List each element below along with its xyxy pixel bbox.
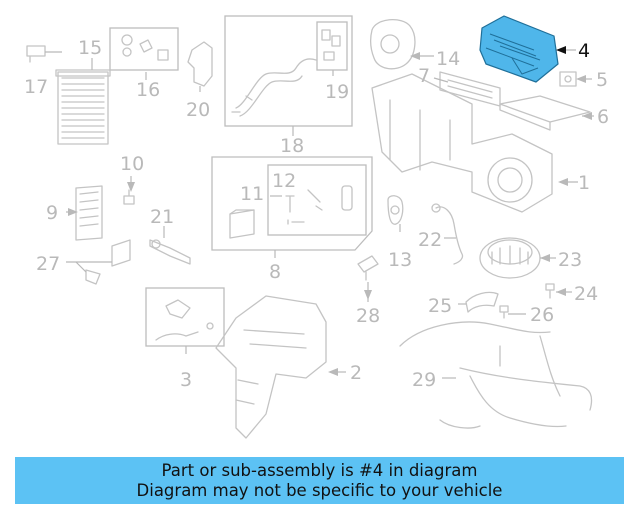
part-18-ac-lines — [231, 58, 317, 117]
part-13-seal — [387, 195, 404, 225]
callout-7: 7 — [418, 65, 430, 87]
part-26-screw — [499, 305, 509, 319]
callout-21: 21 — [150, 206, 174, 228]
part-20-bracket — [187, 41, 213, 87]
part-24-bolt — [545, 283, 555, 299]
group-box-18 — [224, 15, 353, 127]
part-14-seal — [370, 19, 416, 70]
callout-5: 5 — [596, 69, 608, 91]
part-1-hvac-housing — [371, 73, 553, 213]
part-29-wiring-harness — [399, 321, 593, 429]
part-12-sensors — [285, 185, 353, 225]
callout-1: 1 — [578, 172, 590, 194]
callout-9: 9 — [46, 202, 58, 224]
callout-22: 22 — [418, 229, 442, 251]
part-7-filter-door — [439, 71, 501, 107]
callout-20: 20 — [186, 99, 210, 121]
callout-11: 11 — [240, 183, 264, 205]
callout-26: 26 — [530, 304, 554, 326]
banner-line-1: Part or sub-assembly is #4 in diagram — [161, 460, 478, 480]
callout-3: 3 — [180, 369, 192, 391]
callout-25: 25 — [428, 295, 452, 317]
callout-24: 24 — [574, 283, 598, 305]
callout-15: 15 — [78, 37, 102, 59]
part-27-actuator — [85, 239, 131, 285]
part-19-valves — [321, 29, 341, 61]
part-6-cabin-filter — [499, 95, 591, 131]
part-28-clip — [357, 255, 379, 281]
callout-12: 12 — [272, 170, 296, 192]
part-9-filter — [75, 185, 103, 241]
parts-diagram: 17 15 16 20 18 19 14 7 4 5 6 1 10 9 21 1… — [24, 15, 609, 439]
group-box-19 — [316, 21, 348, 71]
callout-16: 16 — [136, 79, 160, 101]
callout-29: 29 — [412, 369, 436, 391]
part-21-actuator — [149, 239, 191, 265]
part-25-bracket — [465, 291, 499, 313]
callout-18: 18 — [280, 135, 304, 157]
part-4-highlighted — [479, 15, 559, 83]
part-3-linkage — [155, 299, 214, 341]
part-22-hose — [431, 203, 464, 265]
part-17-connector — [26, 45, 46, 63]
part-11-module — [229, 209, 255, 239]
callout-8: 8 — [269, 261, 281, 283]
info-banner: Part or sub-assembly is #4 in diagram Di… — [15, 457, 624, 504]
part-10-bolt — [123, 189, 135, 205]
callout-19: 19 — [325, 81, 349, 103]
group-box-8 — [211, 156, 373, 251]
callout-23: 23 — [558, 249, 582, 271]
callout-27: 27 — [36, 253, 60, 275]
callout-4: 4 — [578, 40, 590, 62]
part-5-sensor — [559, 71, 577, 87]
group-box-3 — [145, 287, 225, 347]
callout-14: 14 — [436, 48, 460, 70]
part-2-lower-housing — [215, 295, 327, 439]
banner-line-2: Diagram may not be specific to your vehi… — [136, 480, 503, 500]
callout-6: 6 — [597, 106, 609, 128]
group-box-16 — [109, 27, 179, 71]
group-box-12 — [267, 164, 367, 236]
callout-13: 13 — [388, 249, 412, 271]
callout-10: 10 — [120, 153, 144, 175]
part-15-evaporator — [55, 69, 111, 145]
callout-2: 2 — [350, 362, 362, 384]
callout-17: 17 — [24, 76, 48, 98]
part-16-fittings — [121, 34, 169, 61]
part-23-blower-motor — [479, 237, 541, 279]
callout-28: 28 — [356, 305, 380, 327]
